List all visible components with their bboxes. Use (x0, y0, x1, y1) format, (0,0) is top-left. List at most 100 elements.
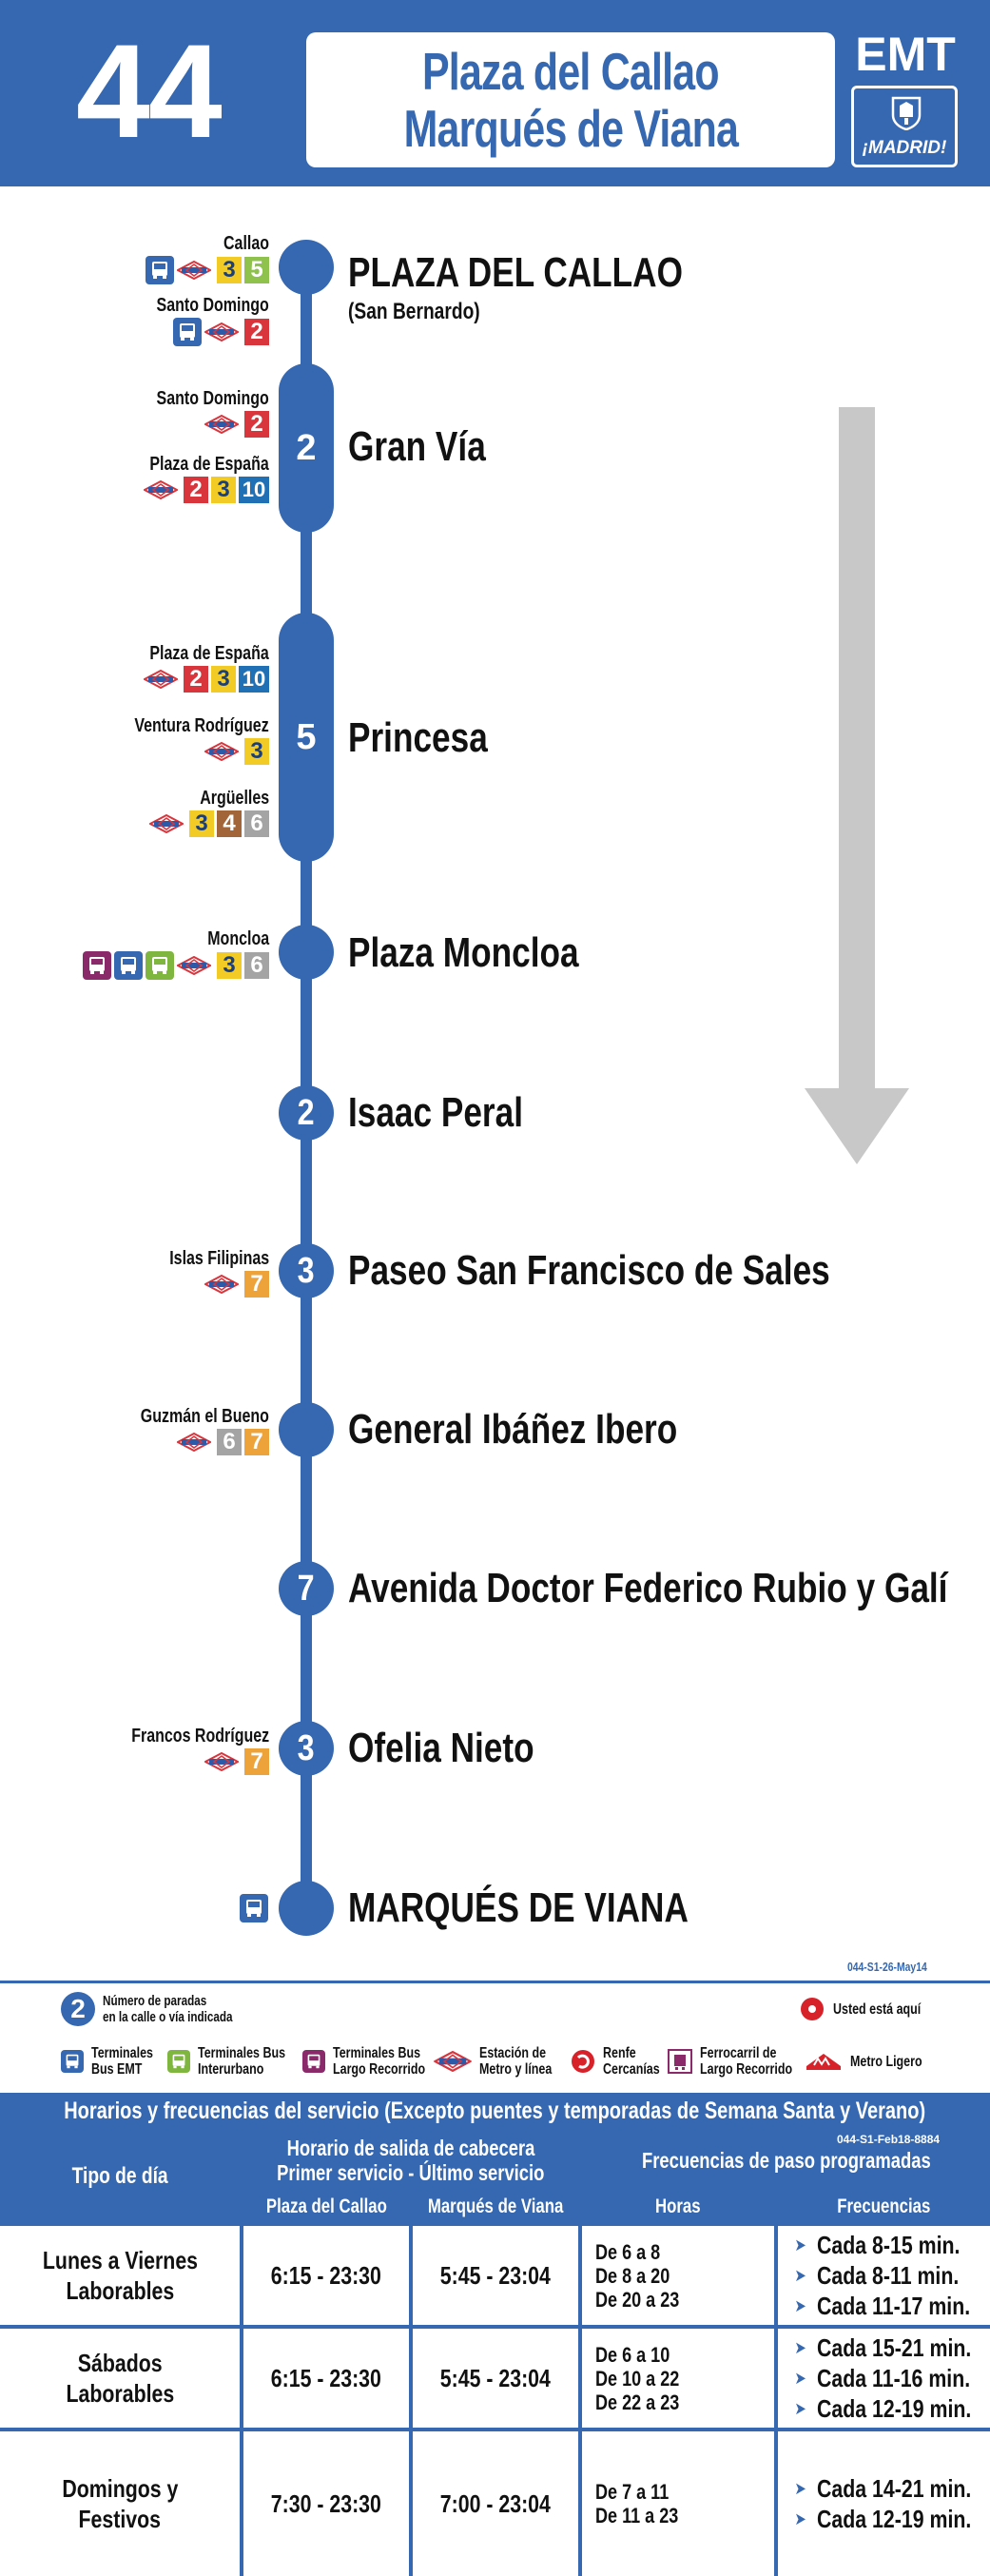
bus-long-distance-icon (83, 951, 111, 980)
metro-icon (177, 261, 211, 280)
stop-subtitle: (San Bernardo) (348, 299, 480, 324)
cell-text: 5:45 - 23:04 (439, 2261, 552, 2290)
table-cell-hours: De 7 a 11 De 11 a 23 (582, 2431, 774, 2576)
legend-metro-ligero: Metro Ligero (805, 2051, 942, 2072)
arrow-right-icon: ➤ (794, 2266, 806, 2285)
arrow-right-icon: ➤ (794, 2296, 806, 2315)
subheader-origin: Plaza del Callao (243, 2192, 409, 2222)
metro-icon (204, 322, 239, 342)
table-cell-day-type: Domingos y Festivos (0, 2431, 240, 2576)
header-text: Primer servicio - Último servicio (277, 2160, 545, 2185)
table-cell-hours: De 6 a 10 De 10 a 22 De 22 a 23 (582, 2329, 774, 2428)
stop-dot (279, 1402, 334, 1457)
metro-icon (204, 742, 239, 761)
bus-emt-icon (114, 951, 143, 980)
table-cell-dest-times: 7:00 - 23:04 (413, 2431, 578, 2576)
bus-emt-icon (146, 256, 174, 284)
freq-item: ➤ Cada 14-21 min. (793, 2473, 990, 2504)
header-departure: Horario de salida de cabecera Primer ser… (243, 2131, 578, 2190)
station-name: Plaza de España (149, 454, 269, 475)
madrid-city-logo: ¡MADRID! (851, 86, 958, 167)
madrid-crest-icon (891, 96, 922, 130)
hour-range: De 11 a 23 (595, 2504, 679, 2527)
station-name: Santo Domingo (156, 295, 269, 316)
stop-name: Princesa (348, 714, 488, 761)
metro-ligero-icon (806, 2054, 841, 2070)
metro-line-badge: 10 (239, 666, 269, 693)
stop-name: Plaza Moncloa (348, 929, 579, 976)
freq-item: ➤Cada 15-21 min. (793, 2332, 990, 2363)
metro-line-badge: 3 (211, 666, 236, 693)
bus-emt-icon (173, 318, 202, 346)
station-name: Guzmán el Bueno (140, 1406, 269, 1427)
connection-santo-domingo: Santo Domingo 2 (128, 295, 269, 346)
table-cell-dest-times: 5:45 - 23:04 (413, 2329, 578, 2428)
long-train-icon (668, 2049, 692, 2074)
stop-dot: 3 (279, 1243, 334, 1298)
metro-line-badge: 7 (244, 1748, 269, 1775)
hour-range: De 7 a 11 (595, 2480, 670, 2504)
cell-text: 7:30 - 23:30 (270, 2489, 382, 2518)
bus-interurban-icon (146, 951, 174, 980)
metro-line-badge: 10 (239, 477, 269, 503)
metro-line-badge: 3 (189, 810, 214, 837)
stop-name: Avenida Doctor Federico Rubio y Galí (348, 1565, 948, 1611)
stop-count: 3 (298, 1727, 315, 1768)
stop-name: Isaac Peral (348, 1089, 523, 1136)
header-text: Frecuencias de paso programadas (641, 2147, 931, 2173)
table-cell-freqs: ➤Cada 8-15 min. ➤Cada 8-11 min. ➤Cada 11… (778, 2226, 990, 2325)
legend-text-line: Terminales Bus (198, 2045, 286, 2061)
metro-icon (144, 670, 178, 689)
stop-count: 2 (298, 1092, 315, 1133)
connection-plaza-de-espana: Plaza de España 2 3 10 (120, 643, 269, 693)
arrow-right-icon: ➤ (794, 2369, 806, 2388)
route-origin-title: Plaza del Callao (422, 42, 720, 101)
stop-count-pill: 2 (279, 363, 334, 533)
stop-name: Gran Vía (348, 423, 486, 470)
legend-text-line: Bus EMT (91, 2061, 143, 2078)
arrow-right-icon: ➤ (794, 2479, 806, 2498)
station-name: Moncloa (207, 928, 269, 949)
connection-santo-domingo: Santo Domingo 2 (128, 388, 269, 438)
stop-dot: 3 (279, 1721, 334, 1776)
schedule-table: Horarios y frecuencias del servicio (Exc… (0, 2093, 990, 2576)
legend-you-are-here: Usted está aquí (799, 1996, 945, 2022)
connection-islas-filipinas: Islas Filipinas 7 (145, 1248, 269, 1298)
terminal-dot-destination (279, 1881, 334, 1936)
stop-name: PLAZA DEL CALLAO (348, 249, 683, 296)
freq-text: Cada 14-21 min. (817, 2474, 972, 2503)
station-name: Santo Domingo (156, 388, 269, 409)
table-cell-day-type: Sábados Laborables (0, 2329, 240, 2428)
freq-text: Cada 12-19 min. (817, 2394, 972, 2423)
terminal-dot-origin (279, 240, 334, 295)
connection-francos-rodriguez: Francos Rodríguez 7 (97, 1726, 269, 1775)
you-are-here-icon (801, 1998, 824, 2020)
connection-ventura-rodriguez: Ventura Rodríguez 3 (101, 715, 269, 765)
freq-item: ➤Cada 12-19 min. (793, 2393, 990, 2424)
arrow-right-icon: ➤ (794, 2509, 806, 2528)
arrow-right-icon: ➤ (794, 2235, 806, 2254)
arrow-right-icon: ➤ (794, 2338, 806, 2357)
cell-text: Lunes a Viernes (42, 2246, 198, 2274)
stop-dot (279, 925, 334, 980)
table-cell-origin-times: 6:15 - 23:30 (243, 2329, 409, 2428)
schedule-title: Horarios y frecuencias del servicio (Exc… (0, 2093, 990, 2129)
legend-text-line: Número de paradas (103, 1993, 207, 2009)
metro-line-badge: 2 (184, 477, 208, 503)
legend-stop-count: 2 Número de paradas en la calle o vía in… (61, 1992, 269, 2026)
metro-line-badge: 6 (244, 810, 269, 837)
legend-text-line: Largo Recorrido (333, 2061, 426, 2078)
table-cell-origin-times: 7:30 - 23:30 (243, 2431, 409, 2576)
connection-guzman-el-bueno: Guzmán el Bueno 6 7 (108, 1406, 269, 1455)
table-code: 044-S1-Feb18-8884 (837, 2133, 941, 2146)
cell-text: Laborables (66, 2276, 174, 2305)
metro-icon (149, 814, 184, 833)
metro-line-badge: 2 (184, 666, 208, 693)
legend-top-border (0, 1981, 990, 1983)
table-cell-freqs: ➤Cada 15-21 min. ➤Cada 11-16 min. ➤Cada … (778, 2329, 990, 2428)
header-frequencies: Frecuencias de paso programadas (582, 2131, 990, 2190)
hour-range: De 22 a 23 (595, 2390, 680, 2414)
subheader-destination: Marqués de Viana (413, 2192, 578, 2222)
